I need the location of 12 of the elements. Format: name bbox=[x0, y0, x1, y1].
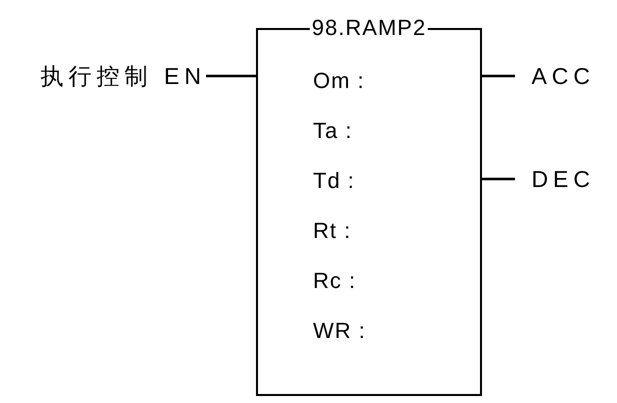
pin-label: Rt : bbox=[313, 218, 352, 244]
pin-label: WR : bbox=[313, 318, 366, 344]
signal-label: 执行控制 EN bbox=[40, 63, 206, 89]
connector-line bbox=[206, 74, 256, 78]
connector-line bbox=[482, 74, 515, 78]
pin-label: Td : bbox=[313, 168, 355, 194]
pin-label: Rc : bbox=[313, 268, 356, 294]
pin-label: Om : bbox=[313, 68, 365, 94]
signal-label: ACC bbox=[531, 63, 595, 89]
connector-line bbox=[482, 178, 515, 180]
signal-label: DEC bbox=[531, 166, 595, 192]
pin-label: Ta : bbox=[313, 118, 352, 144]
